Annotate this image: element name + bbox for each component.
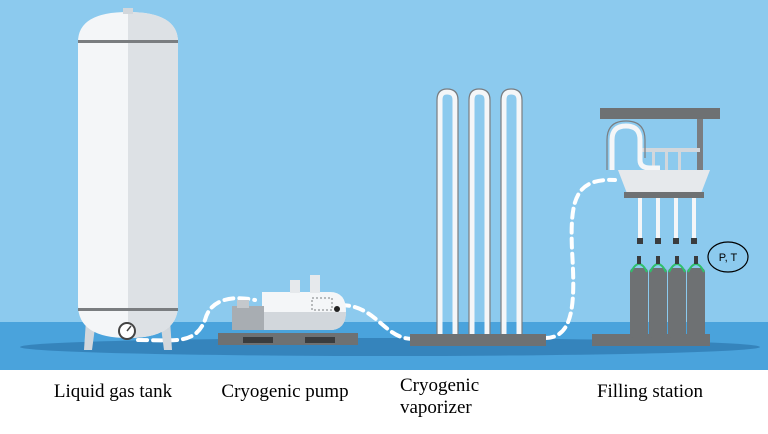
pipe-pump-to-vaporizer xyxy=(338,303,422,341)
gas-cylinder-icon xyxy=(630,256,705,338)
pt-sensor-label: P, T xyxy=(719,252,738,264)
vaporizer-coil-3 xyxy=(501,89,522,334)
pump-cooling-fins xyxy=(311,297,333,311)
gauge-needle xyxy=(126,325,132,332)
pump-icon xyxy=(218,275,358,345)
pump-foot-left xyxy=(243,337,273,343)
caption-filling-station: Filling station xyxy=(596,381,704,402)
station-rail-bar xyxy=(665,150,668,170)
filling-hoses xyxy=(638,198,696,238)
vaporizer-coil-2-outline xyxy=(468,88,491,334)
pipe-vaporizer-to-station xyxy=(543,177,617,340)
vaporizer-coil-1-outline xyxy=(436,88,459,334)
pump-outlet-right xyxy=(310,275,320,293)
gas-cylinder xyxy=(668,268,686,338)
hose-coupling xyxy=(691,238,697,244)
cylinder-valve xyxy=(637,256,641,264)
cylinder-valve xyxy=(675,256,679,264)
pump-base xyxy=(218,333,358,345)
hose-couplings xyxy=(637,238,697,244)
vaporizer-coil-2 xyxy=(469,89,490,334)
tank-bottom-band xyxy=(78,308,178,311)
vaporizer-icon xyxy=(410,88,546,346)
caption-liquid-gas-tank: Liquid gas tank xyxy=(53,381,173,402)
cylinder-valve xyxy=(656,256,660,264)
ground-shadow xyxy=(20,338,760,356)
hose-coupling xyxy=(673,238,679,244)
station-hose-loop-outline xyxy=(606,120,646,170)
tank-top-band xyxy=(78,40,178,43)
station-rail-top xyxy=(640,148,700,152)
hose-coupling xyxy=(637,238,643,244)
pipe-lines xyxy=(136,177,617,343)
pump-motor-shade xyxy=(262,312,346,330)
pt-sensor: P, T xyxy=(707,241,749,273)
vaporizer-coil-3-outline xyxy=(500,88,523,334)
pt-sensor-outline xyxy=(707,241,749,273)
tank-body-shade xyxy=(128,12,178,338)
process-diagram: P, T xyxy=(0,0,768,370)
vaporizer-base xyxy=(410,334,546,346)
pump-indicator xyxy=(334,306,340,312)
caption-vaporizer-line-2: vaporizer xyxy=(400,397,472,418)
pump-inlet xyxy=(237,300,249,308)
tank-icon xyxy=(78,8,178,350)
caption-cryogenic-pump: Cryogenic pump xyxy=(221,381,349,402)
station-rail-bar xyxy=(678,150,681,170)
pump-head xyxy=(232,306,264,330)
tank-valve xyxy=(123,8,133,14)
gas-cylinder xyxy=(630,268,648,338)
cylinder-valve xyxy=(694,256,698,264)
station-manifold xyxy=(618,170,710,196)
caption-vaporizer-line-1: Cryogenic xyxy=(400,375,480,396)
pipe-tank-to-pump xyxy=(136,296,257,343)
pump-outlet-left xyxy=(290,280,300,293)
vaporizer-coil-1 xyxy=(437,89,458,334)
pump-foot-right xyxy=(305,337,335,343)
pressure-gauge-icon xyxy=(118,322,136,340)
station-hose-loop xyxy=(609,123,660,171)
caption-cryogenic-vaporizer: Cryogenic vaporizer xyxy=(400,375,520,419)
gas-cylinder xyxy=(649,268,667,338)
station-post xyxy=(697,119,703,174)
station-roof xyxy=(600,108,720,119)
station-manifold-base xyxy=(624,192,704,198)
station-rail-bar xyxy=(652,150,655,170)
gas-cylinder xyxy=(687,268,705,338)
hose-coupling xyxy=(655,238,661,244)
